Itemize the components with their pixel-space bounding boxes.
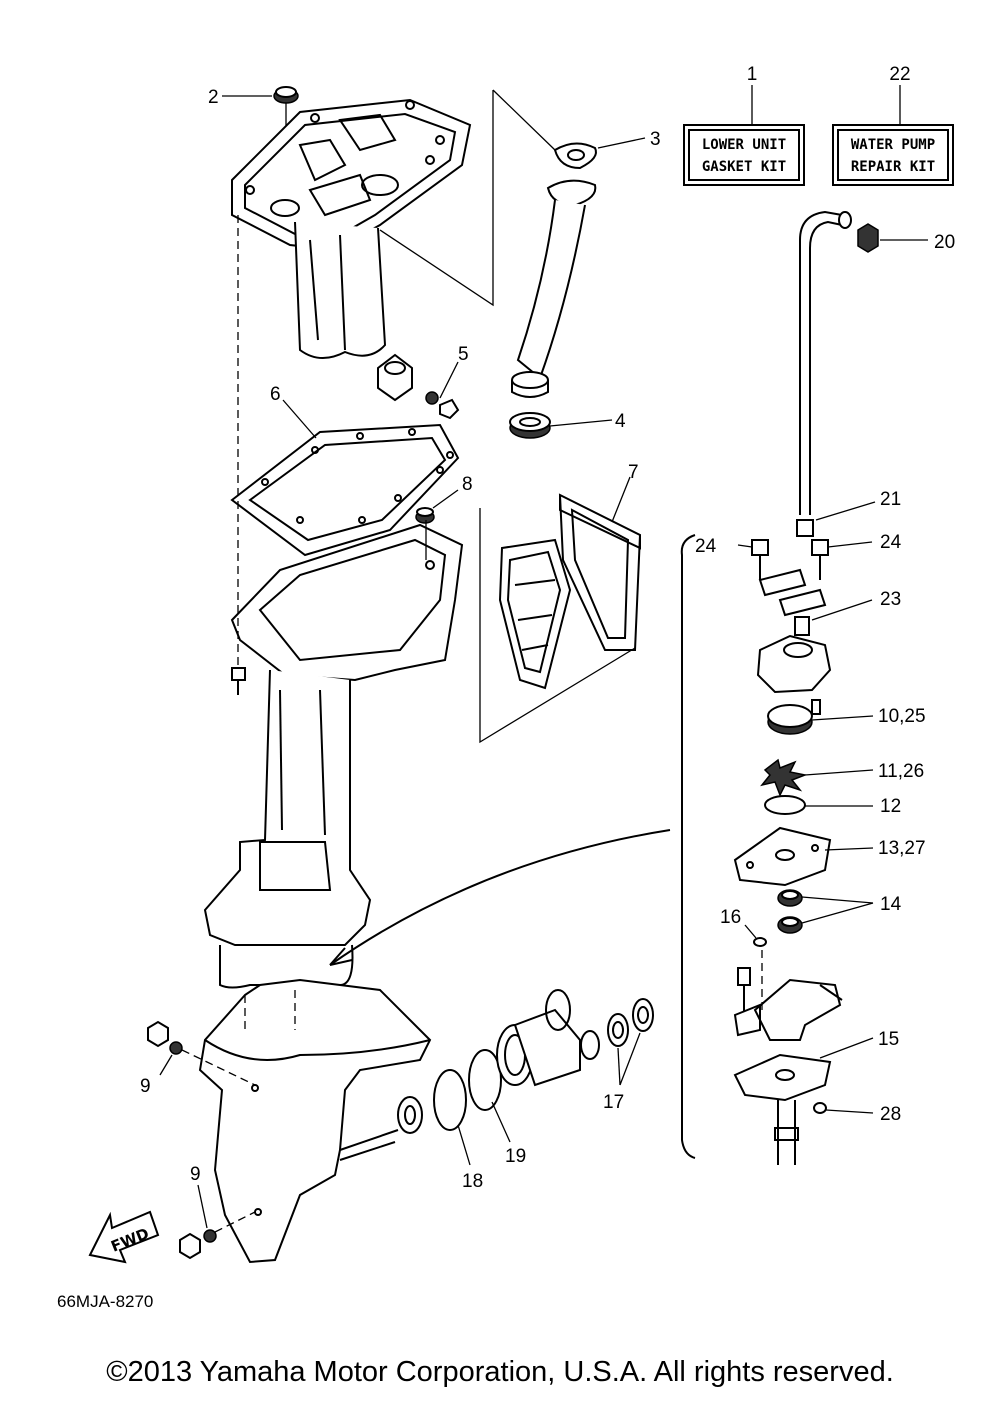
callout-7: 7 xyxy=(628,462,639,483)
callout-9-upper: 9 xyxy=(140,1076,151,1097)
kit22-line1: WATER PUMP xyxy=(851,137,935,153)
callout-24-left: 24 xyxy=(695,536,717,557)
kit1-line1: LOWER UNIT xyxy=(702,137,786,153)
part-17-bearings xyxy=(580,998,654,1086)
callout-28: 28 xyxy=(880,1104,901,1125)
gear-case xyxy=(198,829,671,1264)
callout-24-right: 24 xyxy=(880,532,902,553)
part-9-plug-lower xyxy=(179,1184,256,1260)
part-5-plug xyxy=(377,353,460,420)
callout-20: 20 xyxy=(934,232,955,253)
part-23-insert xyxy=(758,568,873,636)
callout-2: 2 xyxy=(208,87,219,108)
callout-19: 19 xyxy=(505,1146,526,1167)
kit1-line2: GASKET KIT xyxy=(702,159,786,175)
water-pump-group-bracket xyxy=(680,534,696,1159)
part-14-seals xyxy=(777,889,874,934)
kit-box-water-pump-repair: WATER PUMP REPAIR KIT 22 xyxy=(832,64,954,186)
callout-8: 8 xyxy=(462,474,473,495)
fwd-arrow-icon: FWD xyxy=(88,1210,160,1264)
callout-22: 22 xyxy=(889,64,910,85)
callout-4: 4 xyxy=(615,411,626,432)
part-6-gasket xyxy=(230,399,460,557)
part-18-oring xyxy=(397,1069,471,1166)
part-9-plug-upper xyxy=(147,1020,256,1086)
callout-6: 6 xyxy=(270,384,281,405)
callout-11-26: 11,26 xyxy=(878,761,924,782)
part-7-screens xyxy=(479,476,642,744)
callout-12: 12 xyxy=(880,796,901,817)
callout-3: 3 xyxy=(650,129,661,150)
part-16-dowel xyxy=(744,924,767,1010)
upper-casing-plate xyxy=(231,98,472,359)
part-11-26-impeller xyxy=(760,758,874,797)
callout-17: 17 xyxy=(603,1092,624,1113)
callout-13-27: 13,27 xyxy=(878,838,926,859)
callout-1: 1 xyxy=(747,64,758,85)
kit22-line2: REPAIR KIT xyxy=(851,159,935,175)
callout-5: 5 xyxy=(458,344,469,365)
part-3-gasket-and-tube xyxy=(379,89,646,398)
propeller-shaft-housing xyxy=(496,989,581,1087)
part-4-seal xyxy=(509,412,613,439)
callout-16: 16 xyxy=(720,907,741,928)
callout-18: 18 xyxy=(462,1171,483,1192)
kit-box-lower-unit-gasket: LOWER UNIT GASKET KIT 1 xyxy=(683,64,805,186)
part-20-water-tube xyxy=(799,210,928,515)
part-21-grommet xyxy=(796,501,876,537)
callout-14: 14 xyxy=(880,894,902,915)
part-8-grommet xyxy=(415,489,459,524)
copyright-notice: ©2013 Yamaha Motor Corporation, U.S.A. A… xyxy=(106,1356,894,1388)
callout-21: 21 xyxy=(880,489,901,510)
callout-23: 23 xyxy=(880,589,901,610)
part-10-25-cartridge xyxy=(767,704,874,735)
callout-15: 15 xyxy=(878,1029,899,1050)
part-15-plate xyxy=(733,1037,874,1165)
part-13-27-plate xyxy=(733,826,874,887)
part-24-bolts xyxy=(737,539,873,580)
part-19-oring xyxy=(468,1049,511,1143)
callout-9-lower: 9 xyxy=(190,1164,201,1185)
part-12-oring xyxy=(764,795,873,815)
callout-10-25: 10,25 xyxy=(878,706,926,727)
pump-base xyxy=(733,967,843,1041)
part-28-pin xyxy=(813,1102,874,1114)
drive-shaft-housing xyxy=(203,520,464,989)
pump-housing xyxy=(756,634,832,715)
diagram-code: 66MJA-8270 xyxy=(57,1292,153,1311)
